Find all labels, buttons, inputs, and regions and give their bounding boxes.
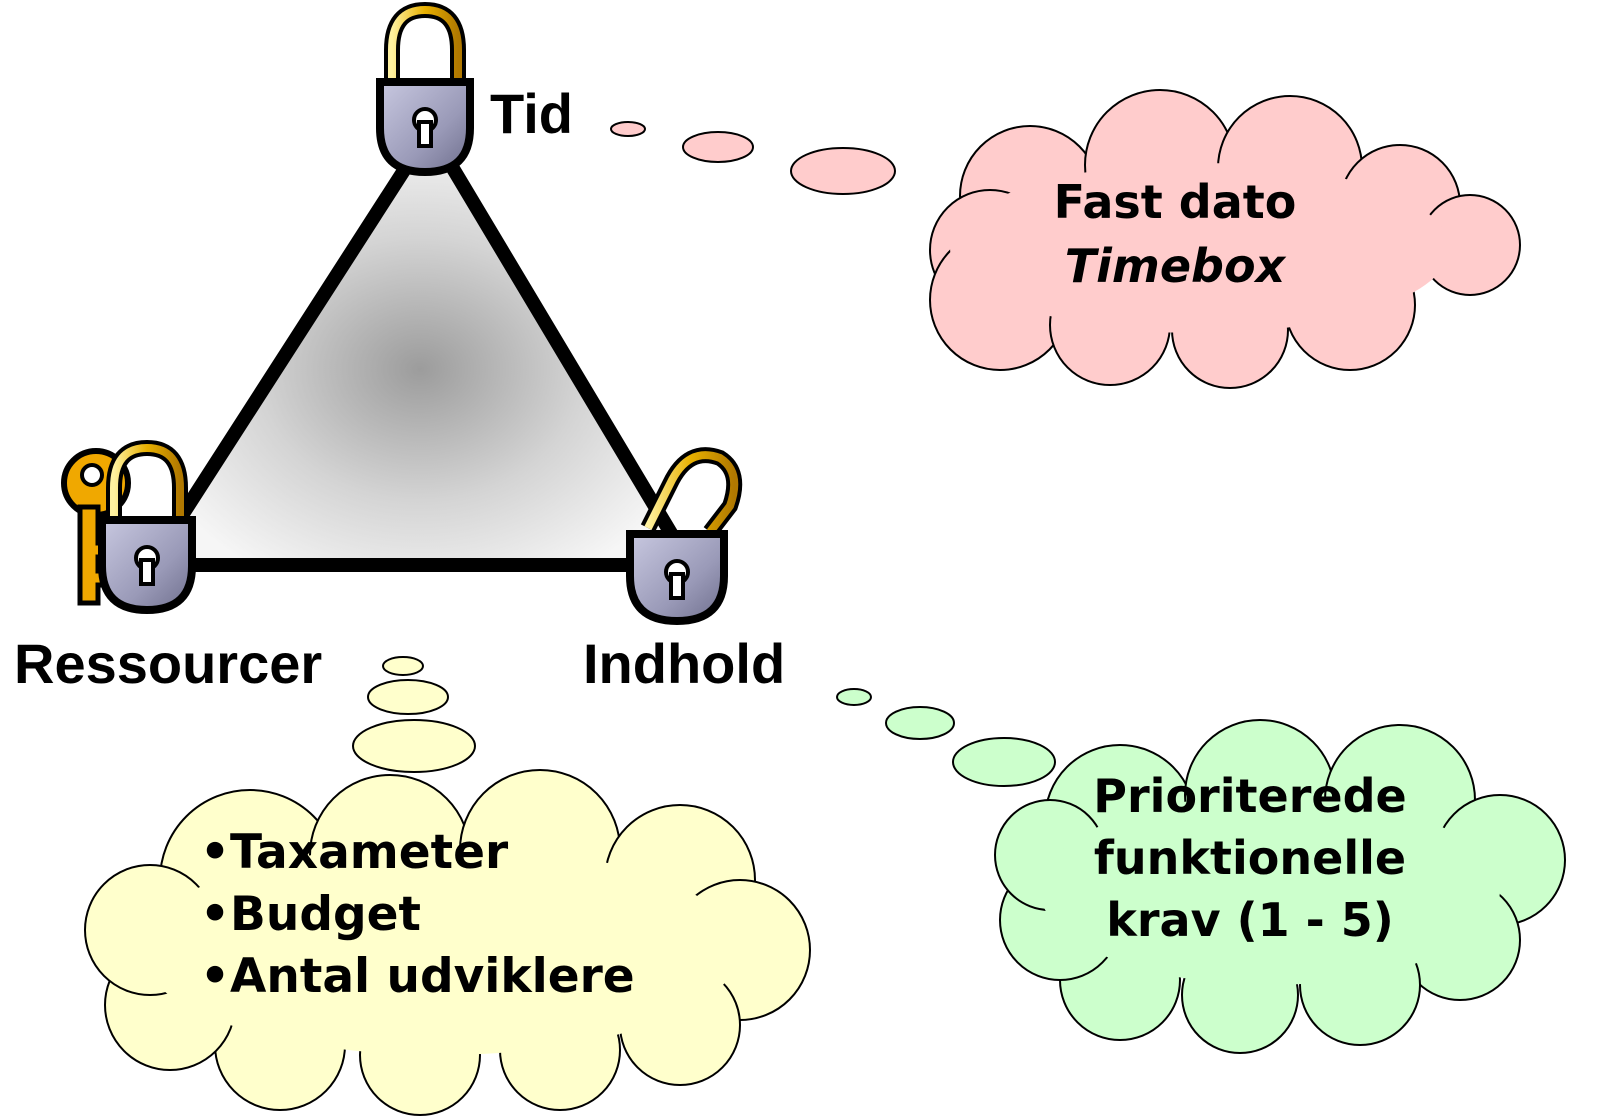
cloud-time-shape [929, 89, 1521, 389]
thought-trail-content [836, 688, 1056, 787]
cloud-time-line-2: Timebox [1064, 239, 1286, 293]
cloud-content-text: Prioriterede funktionelle krav (1 - 5) [1050, 765, 1450, 951]
thought-trail-time [610, 121, 896, 195]
cloud-time-text: Fast dato Timebox [985, 170, 1365, 298]
cloud-resources-line-1: •Taxameter [200, 825, 509, 880]
vertex-label-content: Indhold [583, 632, 786, 695]
cloud-content-shape [994, 719, 1566, 1054]
triangle-fill [150, 130, 690, 565]
cloud-content-line-1: Prioriterede [1093, 769, 1407, 823]
cloud-time-line-1: Fast dato [1053, 175, 1297, 229]
cloud-resources-shape [84, 769, 811, 1116]
cloud-content-line-2: funktionelle [1093, 831, 1407, 885]
cloud-resources-line-2: •Budget [200, 887, 421, 942]
padlock-icon [626, 447, 743, 626]
cloud-content-line-3: krav (1 - 5) [1106, 893, 1394, 947]
padlock-icon [376, 1, 474, 177]
cloud-resources-text: •Taxameter •Budget •Antal udviklere [200, 822, 635, 1008]
padlock-icon [98, 439, 196, 615]
vertex-label-resources: Ressourcer [14, 632, 323, 695]
cloud-resources-line-3: •Antal udviklere [200, 949, 635, 1004]
triangle-outline [143, 123, 697, 572]
vertex-label-time: Tid [490, 82, 573, 145]
thought-trail-resources [352, 656, 476, 773]
